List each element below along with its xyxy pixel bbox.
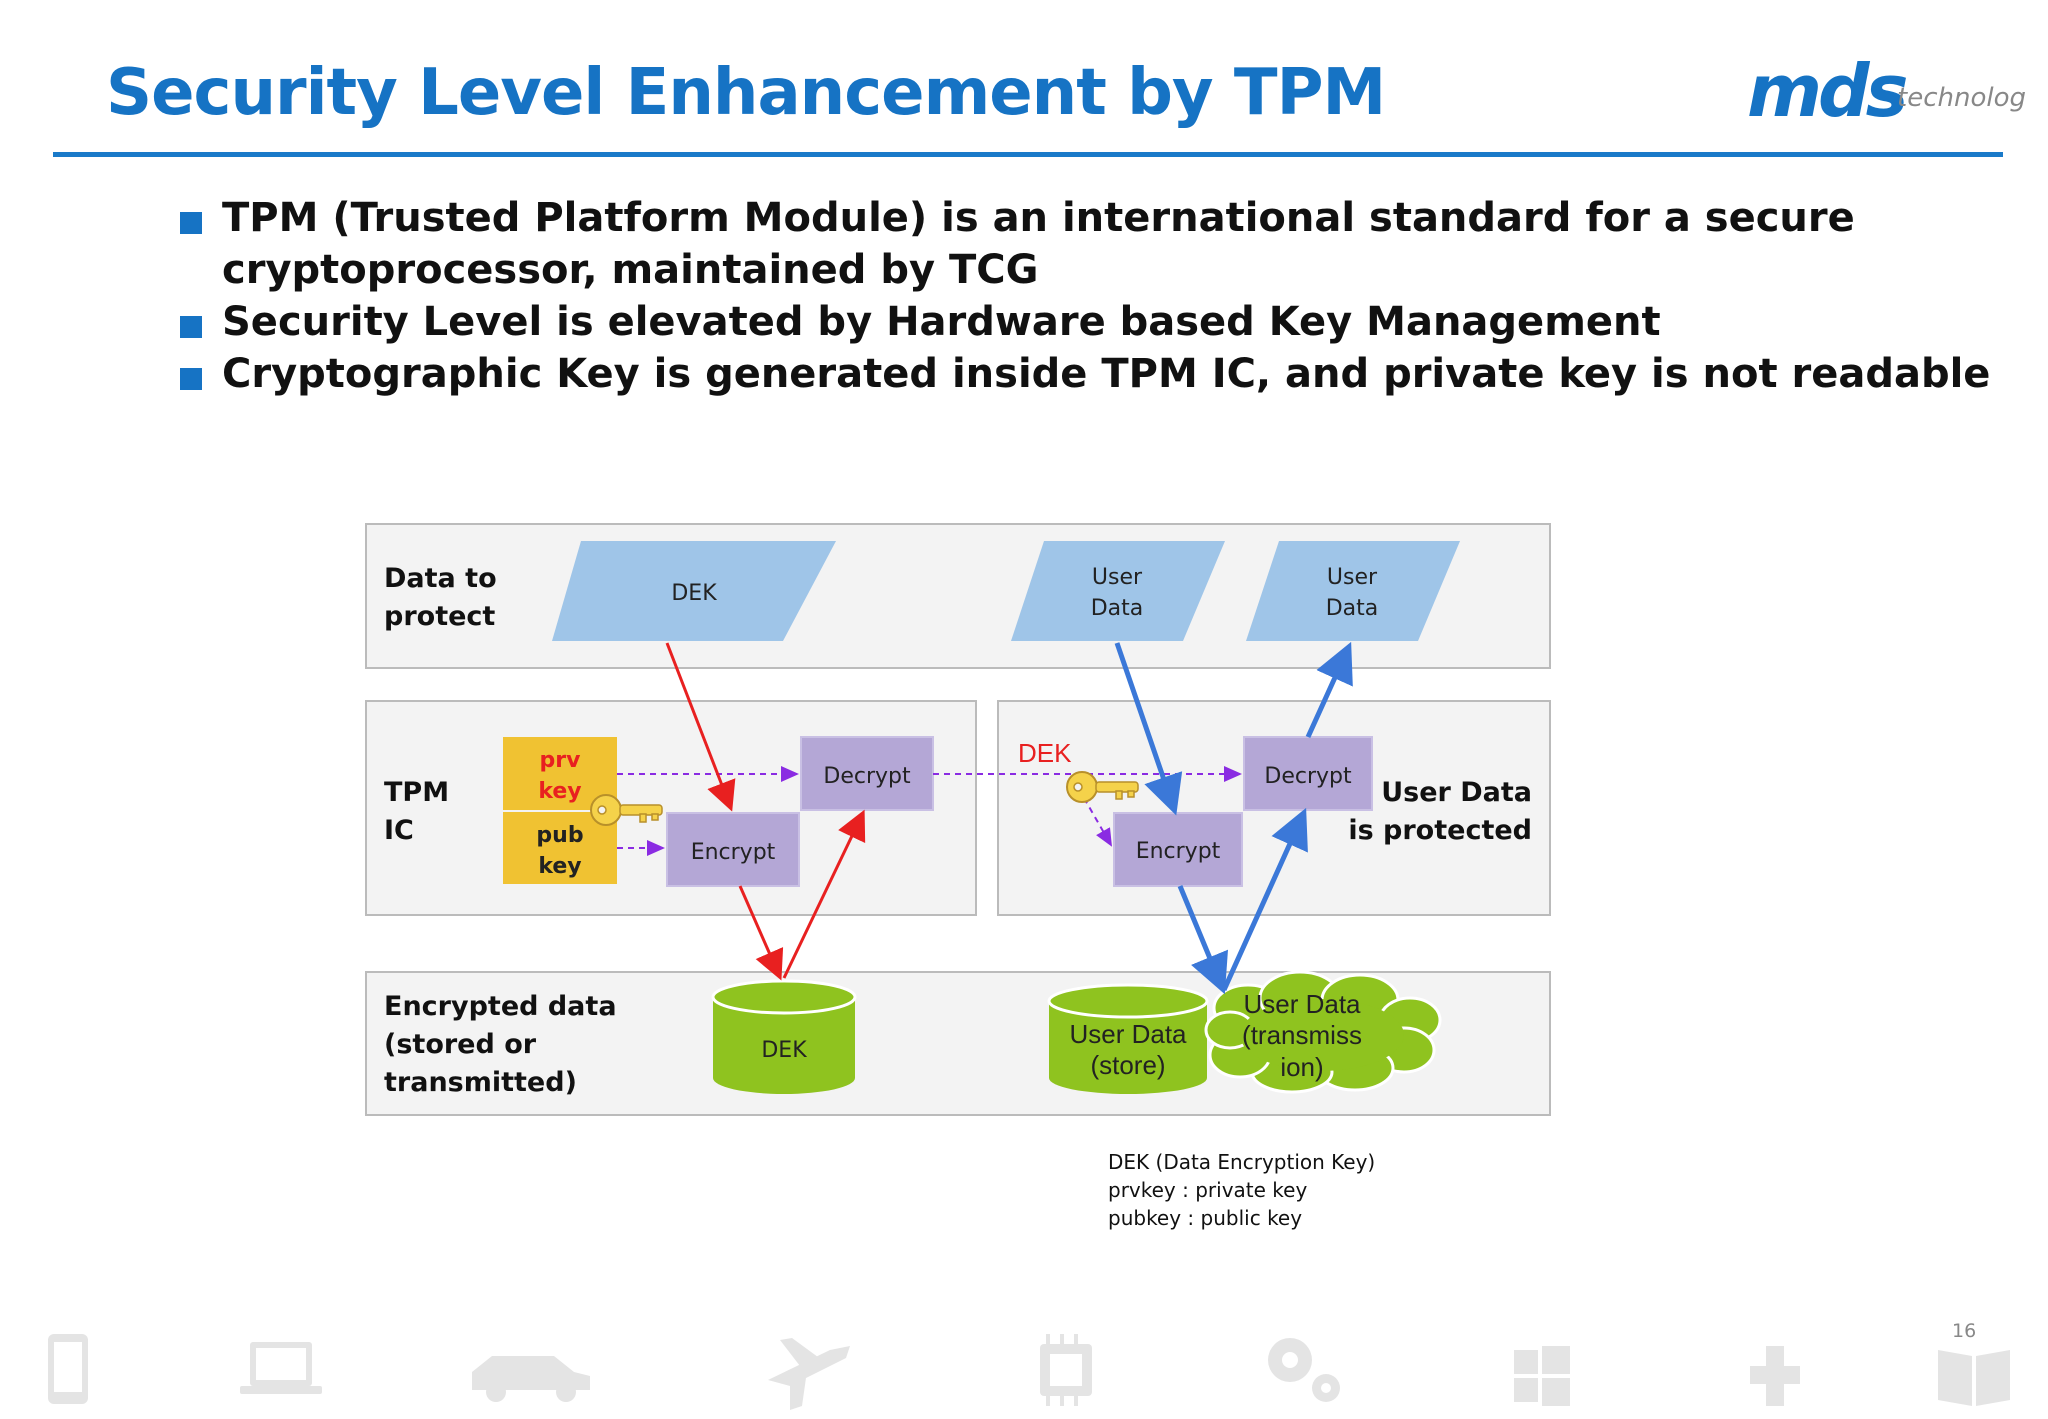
bullet-square-icon bbox=[180, 212, 202, 234]
label-encrypted-data: Encrypted data (stored or transmitted) bbox=[384, 991, 617, 1098]
encrypt-box-right-label: Encrypt bbox=[1136, 839, 1221, 864]
legend: DEK (Data Encryption Key) prvkey : priva… bbox=[1108, 1150, 1376, 1230]
user-data-parallelogram-2-label: Data bbox=[1326, 596, 1379, 621]
red-arrow-dek-to-encrypt bbox=[665, 642, 736, 812]
pub-key-label: pub bbox=[536, 823, 583, 848]
decrypt-box-right-label: Decrypt bbox=[1264, 764, 1352, 789]
user-data-transmission-label: ion) bbox=[1280, 1052, 1323, 1082]
title-divider bbox=[53, 152, 2003, 157]
logo-suffix: technology bbox=[1897, 83, 2025, 113]
car-icon bbox=[472, 1356, 590, 1402]
chip-icon bbox=[1040, 1334, 1092, 1406]
user-data-parallelogram-1 bbox=[1011, 541, 1225, 641]
red-arrow-encrypt-to-dek bbox=[738, 885, 784, 981]
blue-arrow-store-to-decrypt bbox=[1221, 807, 1308, 992]
bullet-square-icon bbox=[180, 316, 202, 338]
user-data-parallelogram-2 bbox=[1246, 541, 1460, 641]
dek-cylinder: DEK bbox=[711, 979, 857, 1094]
page-number: 16 bbox=[1952, 1320, 1977, 1342]
bullet-item: Cryptographic Key is generated inside TP… bbox=[180, 348, 1990, 400]
dek-cylinder-label: DEK bbox=[761, 1038, 807, 1063]
airplane-icon bbox=[768, 1338, 850, 1410]
decrypt-box-right bbox=[1243, 736, 1373, 811]
dashed-key-to-encrypt bbox=[1083, 797, 1112, 847]
user-data-store-label: (store) bbox=[1090, 1050, 1165, 1080]
blue-arrow-userdata-to-encrypt bbox=[1114, 642, 1183, 816]
label-tpm-ic: TPM IC bbox=[384, 777, 450, 846]
laptop-icon bbox=[240, 1342, 322, 1394]
company-logo: mds technology bbox=[1745, 40, 2042, 133]
phone-icon bbox=[48, 1334, 88, 1404]
encrypt-box-left bbox=[666, 812, 800, 887]
user-data-parallelogram-1-label: User bbox=[1092, 565, 1143, 590]
encrypt-box-right bbox=[1113, 812, 1243, 887]
red-arrow-dek-to-decrypt bbox=[782, 809, 866, 979]
user-data-transmission-label: User Data bbox=[1243, 989, 1361, 1019]
gears-icon bbox=[1268, 1338, 1340, 1402]
blue-arrow-encrypt-to-store bbox=[1177, 885, 1228, 995]
medical-cross-icon bbox=[1750, 1346, 1800, 1406]
dek-parallelogram-label: DEK bbox=[671, 581, 717, 606]
user-data-transmission-cloud bbox=[1204, 970, 1442, 1094]
user-data-store-label: User Data bbox=[1069, 1019, 1187, 1049]
blue-arrow-decrypt-to-userdata bbox=[1305, 641, 1353, 739]
book-icon bbox=[1938, 1350, 2010, 1406]
bullet-item: TPM (Trusted Platform Module) is an inte… bbox=[180, 192, 1880, 296]
pub-key-box bbox=[503, 812, 617, 884]
bullet-square-icon bbox=[180, 368, 202, 390]
decrypt-box-left-label: Decrypt bbox=[823, 764, 911, 789]
prv-key-label: prv bbox=[540, 748, 582, 773]
pub-key-label: key bbox=[538, 854, 581, 879]
user-data-parallelogram-1-label: Data bbox=[1091, 596, 1144, 621]
user-data-store-cylinder: User Data (store) bbox=[1047, 983, 1209, 1094]
label-user-data-protected: User Data is protected bbox=[1348, 777, 1532, 846]
footer-icon-strip bbox=[48, 1334, 2010, 1410]
dek-parallelogram bbox=[552, 541, 836, 641]
user-data-transmission-label: (transmiss bbox=[1242, 1020, 1362, 1050]
encrypt-box-left-label: Encrypt bbox=[691, 840, 776, 865]
label-data-to-protect: Data to protect bbox=[384, 563, 497, 632]
dek-red-label: DEK bbox=[1018, 738, 1072, 768]
user-data-parallelogram-2-label: User bbox=[1327, 565, 1378, 590]
windows-icon bbox=[1514, 1346, 1570, 1406]
prv-key-label: key bbox=[538, 779, 581, 804]
logo-brand: mds bbox=[1747, 49, 1907, 130]
key-icon bbox=[590, 794, 663, 826]
bullet-item: Security Level is elevated by Hardware b… bbox=[180, 296, 1880, 348]
bullet-list: TPM (Trusted Platform Module) is an inte… bbox=[180, 192, 1990, 400]
key-icon bbox=[1066, 771, 1139, 803]
page-title: Security Level Enhancement by TPM bbox=[106, 56, 1386, 130]
